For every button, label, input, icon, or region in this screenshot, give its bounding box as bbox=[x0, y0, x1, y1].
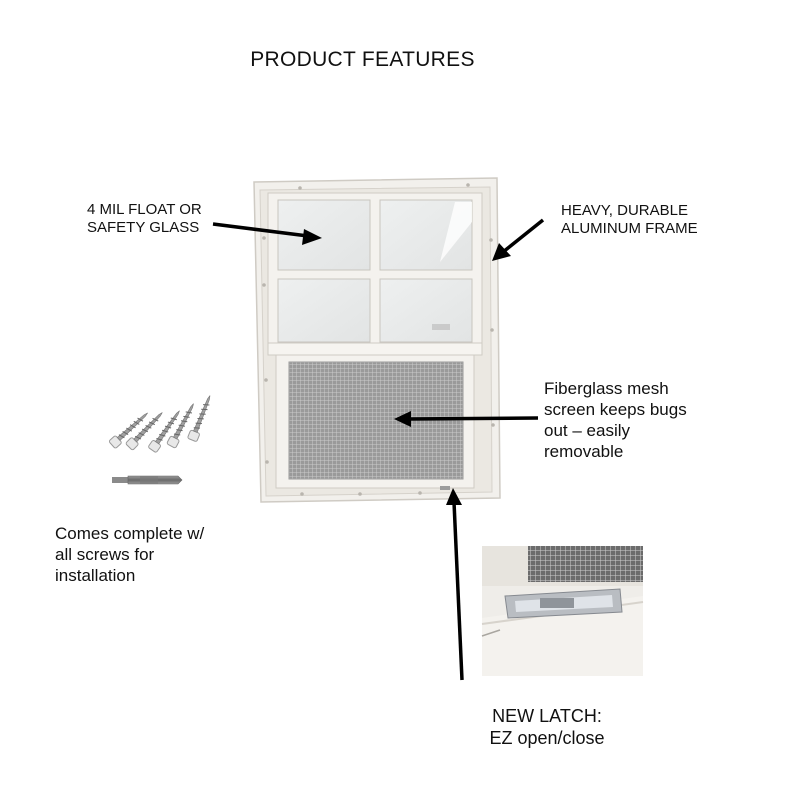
driver-bit-image bbox=[112, 475, 183, 485]
screws-callout-line: installation bbox=[55, 566, 136, 585]
glass-callout: 4 MIL FLOAT OR SAFETY GLASS bbox=[87, 201, 202, 237]
latch-callout-line: EZ open/close bbox=[489, 728, 605, 748]
screen-callout-line: screen keeps bugs bbox=[544, 400, 687, 419]
frame-callout-line: ALUMINUM FRAME bbox=[561, 220, 698, 237]
screen-callout-line: Fiberglass mesh bbox=[544, 379, 669, 398]
frame-callout-line: HEAVY, DURABLE bbox=[561, 202, 688, 219]
glass-callout-line: SAFETY GLASS bbox=[87, 219, 200, 236]
screws-image bbox=[108, 395, 211, 453]
screws-callout-line: Comes complete w/ bbox=[55, 524, 205, 543]
latch-callout: NEW LATCH: EZ open/close bbox=[447, 705, 647, 749]
glass-arrow bbox=[212, 222, 322, 245]
screws-callout-line: all screws for bbox=[55, 545, 155, 564]
page-title: PRODUCT FEATURES bbox=[250, 48, 475, 71]
latch-arrow bbox=[446, 488, 464, 681]
latch-inset-image bbox=[481, 546, 644, 676]
callout-arrows bbox=[212, 218, 545, 681]
screen-callout-line: out – easily bbox=[544, 421, 630, 440]
screen-callout-line: removable bbox=[544, 442, 624, 461]
frame-callout: HEAVY, DURABLE ALUMINUM FRAME bbox=[561, 202, 698, 238]
glass-callout-line: 4 MIL FLOAT OR bbox=[87, 201, 202, 218]
frame-arrow bbox=[492, 218, 545, 261]
screen-callout: Fiberglass mesh screen keeps bugs out – … bbox=[544, 378, 687, 462]
window-image bbox=[253, 177, 501, 503]
latch-callout-line: NEW LATCH: bbox=[492, 706, 602, 726]
screen-arrow bbox=[394, 411, 539, 427]
screws-callout: Comes complete w/ all screws for install… bbox=[55, 523, 204, 586]
